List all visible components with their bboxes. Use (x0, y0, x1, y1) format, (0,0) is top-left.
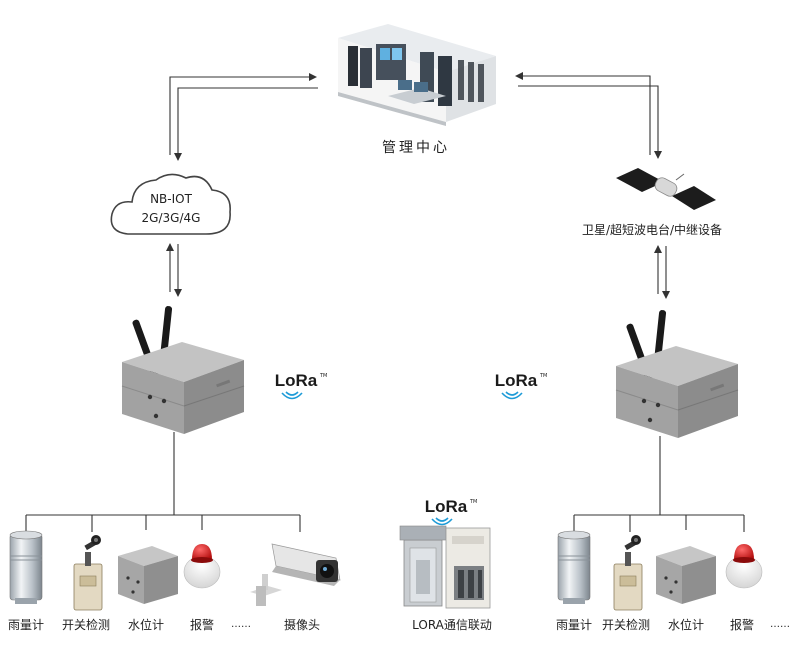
cloud-line2: 2G/3G/4G (142, 211, 201, 225)
arrows-satellite-gateway (654, 245, 670, 299)
satellite-label: 卫星/超短波电台/中继设备 (582, 222, 722, 237)
svg-text:TM: TM (539, 373, 547, 379)
tree-lines-right (573, 436, 745, 534)
label-rain-left: 雨量计 (8, 618, 44, 632)
cloud-icon (110, 173, 231, 235)
satellite-icon (616, 168, 716, 210)
switch-detector-right (613, 534, 643, 611)
gateway-right (615, 309, 739, 439)
svg-text:LoRa: LoRa (425, 497, 468, 516)
label-ellipsis-left: …… (231, 619, 251, 630)
lora-logo-right: LoRa TM (495, 371, 547, 400)
svg-text:LoRa: LoRa (275, 371, 318, 390)
tree-lines-left (25, 432, 301, 534)
water-level-box-left (118, 546, 178, 604)
label-alarm-right: 报警 (730, 617, 754, 632)
camera-icon (250, 543, 341, 606)
label-ellipsis-right: …… (770, 619, 790, 630)
svg-text:TM: TM (319, 373, 327, 379)
svg-text:LoRa: LoRa (495, 371, 538, 390)
label-water-left: 水位计 (128, 617, 164, 632)
center-label: 管理中心 (382, 140, 450, 156)
alarm-light-left (183, 543, 221, 589)
arrows-center-left (169, 73, 318, 161)
label-alarm-left: 报警 (190, 617, 214, 632)
gateway-left (121, 305, 245, 435)
alarm-light-right (725, 543, 763, 589)
cloud-line1: NB-IOT (150, 192, 193, 206)
rain-gauge-right (557, 530, 591, 605)
switch-detector-left (73, 534, 103, 611)
label-water-right: 水位计 (668, 617, 704, 632)
arrows-center-right (515, 72, 662, 159)
lora-logo-middle: LoRa TM (425, 497, 477, 526)
label-camera: 摄像头 (284, 617, 320, 632)
rain-gauge-left (9, 530, 43, 605)
label-switch-right: 开关检测 (602, 617, 650, 632)
lora-linkage-gate-icon (399, 525, 491, 609)
label-rain-right: 雨量计 (556, 618, 592, 632)
water-level-box-right (656, 546, 716, 604)
svg-text:TM: TM (469, 499, 477, 505)
control-room-image (338, 24, 496, 126)
arrows-cloud-gateway (166, 243, 182, 297)
label-switch-left: 开关检测 (62, 617, 110, 632)
label-lora-linkage: LORA通信联动 (412, 618, 492, 632)
lora-logo-left: LoRa TM (275, 371, 327, 400)
